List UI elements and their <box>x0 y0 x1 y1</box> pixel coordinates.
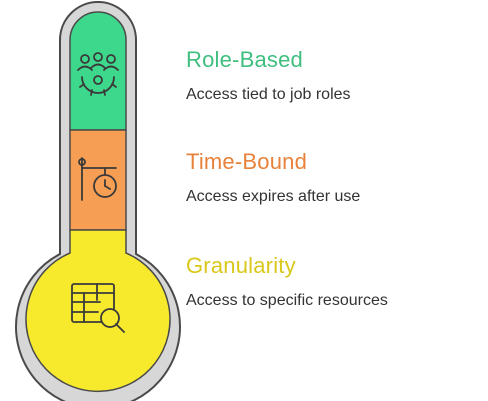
granularity-title: Granularity <box>186 253 296 278</box>
granularity-block: Granularity Access to specific resources <box>186 253 388 311</box>
table-search-icon <box>71 283 125 333</box>
role-based-block: Role-Based Access tied to job roles <box>186 47 351 105</box>
time-bound-segment <box>69 129 127 231</box>
timer-gauge-icon <box>78 157 117 201</box>
role-based-description: Access tied to job roles <box>186 86 351 103</box>
time-bound-title: Time-Bound <box>186 149 308 174</box>
team-gear-icon <box>77 52 119 96</box>
role-based-segment <box>69 11 127 131</box>
granularity-description: Access to specific resources <box>186 292 388 309</box>
time-bound-description: Access expires after use <box>186 188 361 205</box>
role-based-title: Role-Based <box>186 47 303 72</box>
time-bound-block: Time-Bound Access expires after use <box>186 149 360 207</box>
granularity-segment <box>25 229 171 393</box>
